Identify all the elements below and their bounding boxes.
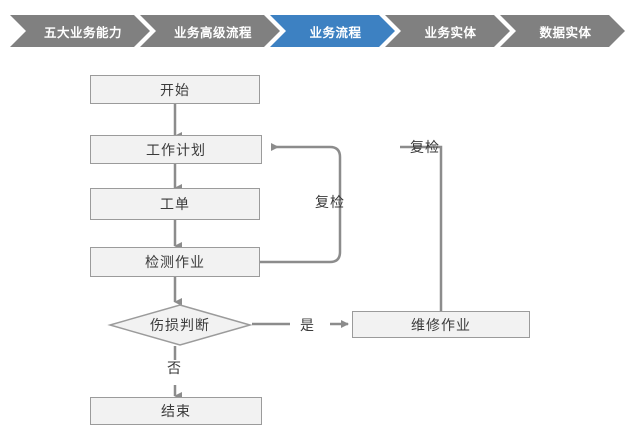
node-inspection-label: 检测作业 xyxy=(145,255,205,271)
node-work-plan-label: 工作计划 xyxy=(146,142,206,159)
node-work-order[interactable]: 工单 xyxy=(90,188,260,220)
edge-inspection-recheck-to-workplan xyxy=(260,143,342,264)
node-work-order-label: 工单 xyxy=(160,197,190,213)
edge-repair-recheck-to-workplan xyxy=(400,145,443,311)
edge-label-recheck-inner: 复检 xyxy=(315,195,345,211)
node-work-plan[interactable]: 工作计划 xyxy=(90,135,262,164)
node-damage-decision[interactable]: 伤损判断 xyxy=(110,305,250,345)
breadcrumb-item-5[interactable]: 数据实体 xyxy=(500,15,625,47)
decision-diamond-shape xyxy=(107,304,253,346)
breadcrumb-item-2-label: 业务高级流程 xyxy=(173,24,252,40)
node-end-label: 结束 xyxy=(161,404,191,420)
edge-label-no: 否 xyxy=(167,361,182,377)
breadcrumb-item-5-label: 数据实体 xyxy=(539,24,592,40)
flowchart: 开始 工作计划 工单 检测作业 伤损判断 维修作业 结束 复检 复检 是 否 xyxy=(0,60,634,439)
breadcrumb-item-4-label: 业务实体 xyxy=(424,24,477,40)
edge-label-recheck-outer: 复检 xyxy=(410,140,440,156)
node-start-label: 开始 xyxy=(160,82,190,99)
breadcrumb-item-1-label: 五大业务能力 xyxy=(43,24,122,40)
node-end[interactable]: 结束 xyxy=(90,397,262,425)
breadcrumb: 五大业务能力 业务高级流程 业务流程 业务实体 数据实体 xyxy=(0,0,634,62)
node-start[interactable]: 开始 xyxy=(90,75,260,104)
node-repair[interactable]: 维修作业 xyxy=(352,311,530,338)
breadcrumb-item-4[interactable]: 业务实体 xyxy=(385,15,510,47)
breadcrumb-item-1[interactable]: 五大业务能力 xyxy=(10,15,150,47)
edge-label-yes: 是 xyxy=(300,318,315,334)
breadcrumb-item-3-active[interactable]: 业务流程 xyxy=(270,15,395,47)
node-inspection[interactable]: 检测作业 xyxy=(90,247,260,277)
flowchart-connectors xyxy=(107,104,443,400)
breadcrumb-item-2[interactable]: 业务高级流程 xyxy=(140,15,280,47)
breadcrumb-item-3-label: 业务流程 xyxy=(309,24,362,40)
node-damage-decision-label: 伤损判断 xyxy=(150,318,210,334)
node-repair-label: 维修作业 xyxy=(411,317,471,334)
